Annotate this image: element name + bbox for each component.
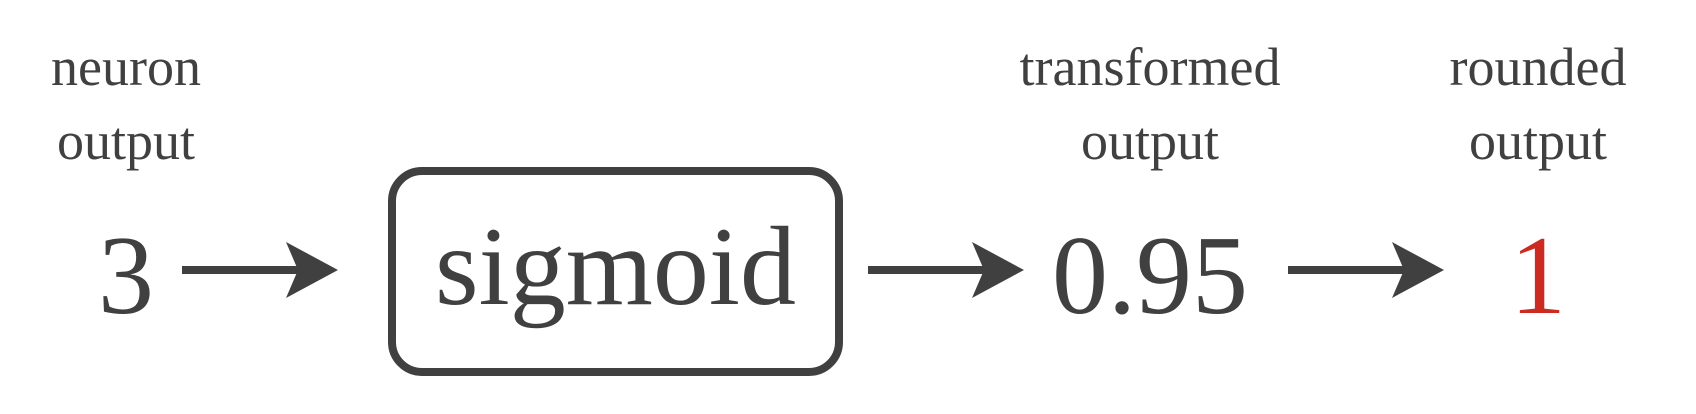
rounded-value: 1 [1510,214,1566,338]
transformed-output-label: transformed output [1020,30,1281,178]
arrow-right-icon [182,240,338,300]
arrow-right-icon [868,240,1024,300]
transformed-value: 0.95 [1052,214,1248,338]
sigmoid-function-box: sigmoid [388,167,843,376]
neuron-output-label: neuron output [51,30,201,178]
neuron-output-label-line1: neuron [51,37,201,97]
arrow-right-icon [1288,240,1444,300]
transformed-output-label-line1: transformed [1019,37,1281,97]
rounded-output-label-line1: rounded [1449,37,1627,97]
sigmoid-function-label: sigmoid [435,205,796,329]
rounded-output-label: rounded output [1450,30,1627,178]
input-value: 3 [98,214,154,338]
neuron-output-label-line2: output [56,111,196,171]
transformed-output-label-line2: output [1080,111,1219,171]
rounded-output-label-line2: output [1468,111,1608,171]
